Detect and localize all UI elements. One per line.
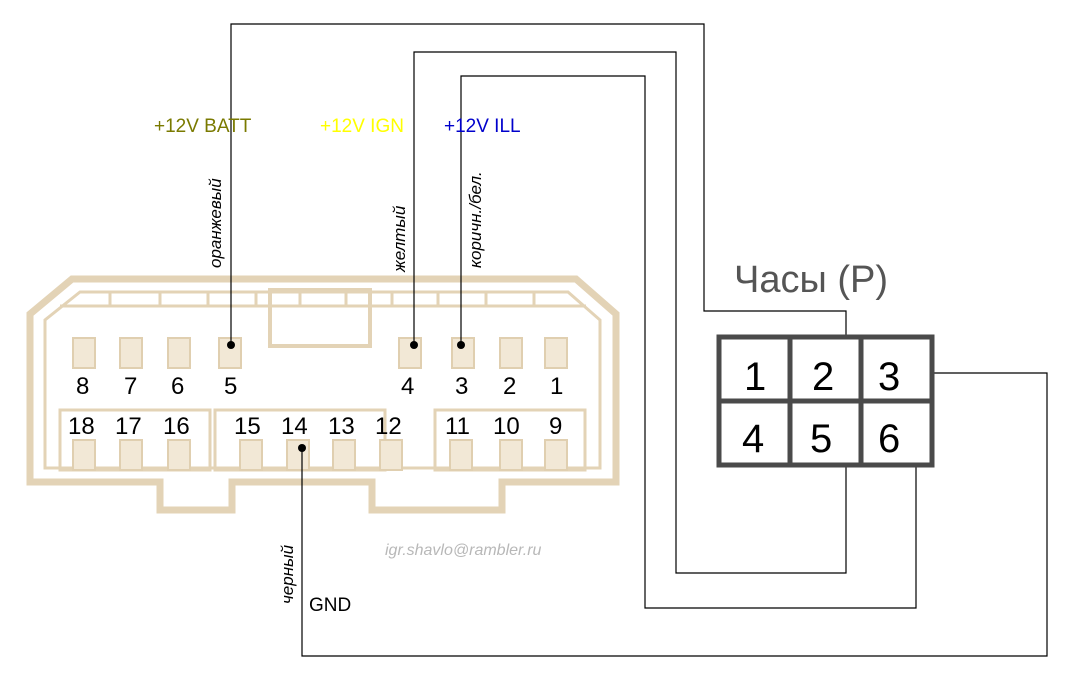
label-wire-orange: оранжевый [206, 178, 225, 268]
radio-pin-8: 8 [76, 373, 89, 400]
top-row-slots [72, 337, 568, 369]
radio-pin-4: 4 [401, 373, 414, 400]
radio-pin-12: 12 [375, 413, 402, 440]
radio-bottom-row-numbers: 18 17 16 15 14 13 12 11 10 9 [68, 413, 562, 440]
radio-pin-2: 2 [503, 373, 516, 400]
radio-pin-1: 1 [550, 373, 563, 400]
radio-connector-housing [26, 275, 620, 514]
radio-pin-18: 18 [68, 413, 95, 440]
bottom-row-slots [72, 439, 568, 471]
wires [230, 23, 1048, 657]
label-gnd: GND [309, 595, 351, 616]
radio-pin-7: 7 [124, 373, 137, 400]
radio-pin-16: 16 [163, 413, 190, 440]
label-12v-ign: +12V IGN [320, 116, 404, 137]
radio-pin-9: 9 [549, 413, 562, 440]
label-wire-black: черный [278, 544, 297, 604]
author-email: igr.shavlo@rambler.ru [385, 542, 542, 559]
clock-pin-3: 3 [878, 355, 900, 399]
label-12v-ill: +12V ILL [444, 116, 521, 137]
radio-pin-17: 17 [115, 413, 142, 440]
label-wire-yellow: желтый [390, 205, 409, 273]
radio-pin-15: 15 [234, 413, 261, 440]
clock-pin-4: 4 [742, 417, 764, 461]
radio-pin-6: 6 [171, 373, 184, 400]
wire-batt-pin5-to-clock-2 [230, 23, 847, 353]
clock-pin-5: 5 [810, 417, 832, 461]
clock-pin-1: 1 [744, 355, 766, 399]
radio-pin-13: 13 [328, 413, 355, 440]
label-12v-batt: +12V BATT [154, 116, 252, 137]
clock-title: Часы (P) [734, 259, 888, 301]
radio-pin-14: 14 [281, 413, 308, 440]
wire-ill-pin3-to-clock-6 [460, 75, 917, 609]
clock-pin-2: 2 [812, 355, 834, 399]
radio-pin-3: 3 [455, 373, 468, 400]
radio-pin-10: 10 [493, 413, 520, 440]
radio-pin-5: 5 [224, 373, 237, 400]
wire-ign-pin4-to-clock-5 [413, 51, 847, 574]
label-wire-brown-white: коричн./бел. [466, 171, 485, 268]
clock-pin-6: 6 [878, 417, 900, 461]
clock-connector: 1 2 3 4 5 6 [716, 334, 935, 468]
radio-pin-11: 11 [445, 413, 470, 440]
radio-top-row-numbers: 8 7 6 5 4 3 2 1 [76, 373, 563, 400]
wire-gnd-pin14-to-clock-3 [301, 372, 1048, 657]
